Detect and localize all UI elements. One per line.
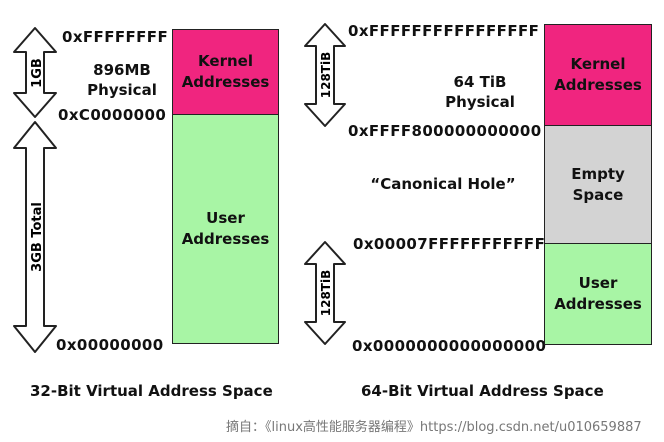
right-title: 64-Bit Virtual Address Space [361,382,604,400]
right-kernel-label: Kernel Addresses [554,55,642,94]
arrow-128tib-bottom-icon [304,241,346,345]
right-empty-label: Empty Space [571,164,625,204]
right-top-address: 0xFFFFFFFFFFFFFFFF [348,22,540,40]
right-user-region: User Addresses [544,243,652,345]
canonical-hole-label: “Canonical Hole” [370,175,516,193]
left-bottom-address: 0x00000000 [56,336,164,354]
arrow-128tib-bottom-label: 128TiB [319,270,333,317]
left-user-label: User Addresses [181,209,270,248]
left-mid-address: 0xC0000000 [58,106,167,124]
arrow-3gb-icon [13,121,57,353]
right-kernel-physical: 64 TiB Physical [445,73,515,111]
left-top-address: 0xFFFFFFFF [62,28,169,46]
right-empty-region: Empty Space [544,125,652,244]
right-user-label: User Addresses [554,274,642,313]
arrow-128tib-top-label: 128TiB [319,52,333,99]
right-kernel-region: Kernel Addresses [544,24,652,126]
right-kernel-start-address: 0xFFFF800000000000 [348,122,542,140]
left-kernel-region: Kernel Addresses [172,29,279,115]
left-user-region: User Addresses [172,114,279,344]
arrow-1gb-icon [13,27,57,118]
left-kernel-label: Kernel Addresses [181,52,270,91]
source-caption: 摘自：《linux高性能服务器编程》https://blog.csdn.net/… [226,420,642,435]
arrow-1gb-label: 1GB [30,58,45,88]
arrow-128tib-top-icon [304,23,346,127]
right-user-end-address: 0x00007FFFFFFFFFFF [353,235,546,253]
arrow-3gb-label: 3GB Total [30,202,45,272]
left-kernel-physical: 896MB Physical [87,61,157,99]
left-title: 32-Bit Virtual Address Space [30,382,273,400]
right-bottom-address: 0x0000000000000000 [352,337,547,355]
